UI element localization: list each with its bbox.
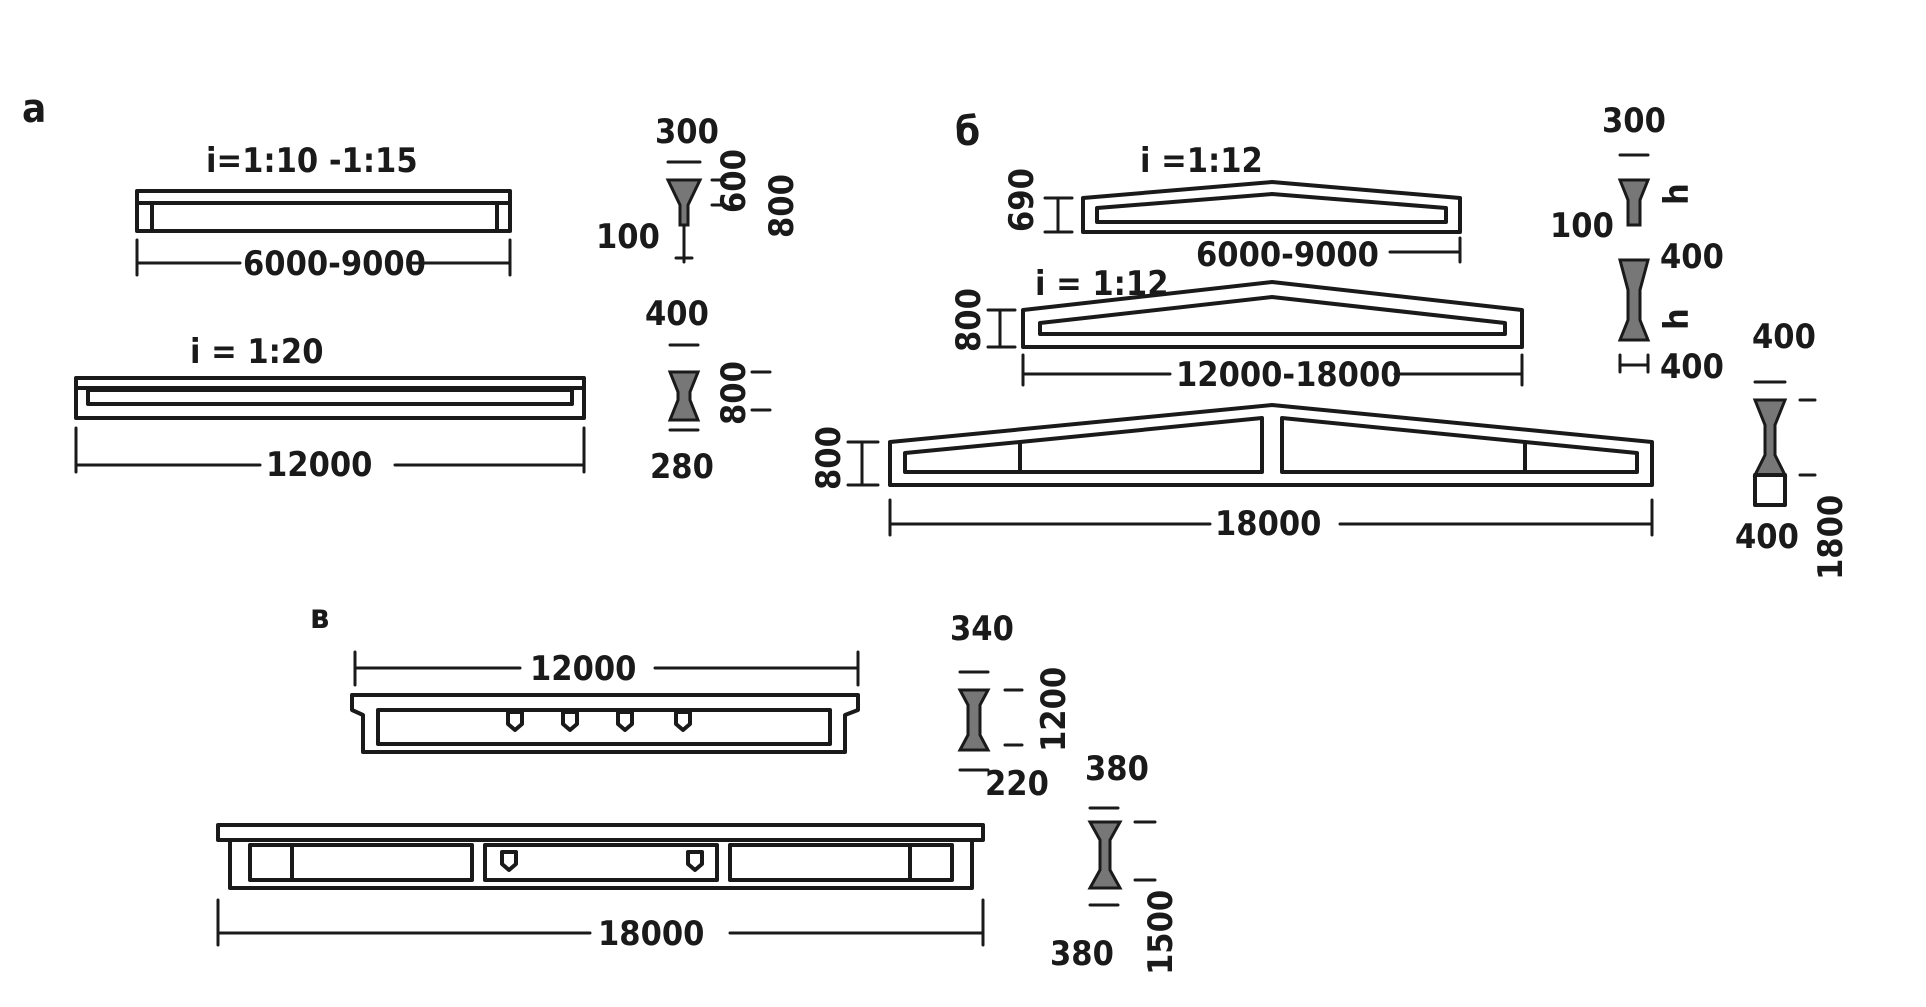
- section-b1-top: 300: [1602, 101, 1666, 141]
- section-a1-web: 100: [596, 217, 660, 257]
- beam-b2: i = 1:12 800 12000-18000: [949, 264, 1524, 395]
- beam-b1-slope: i =1:12: [1140, 141, 1263, 181]
- beam-b2-span: 12000-18000: [1176, 355, 1402, 395]
- section-v1-h: 1200: [1034, 667, 1074, 752]
- beam-b1-height: 690: [1002, 168, 1042, 232]
- beam-a1: i=1:10 -1:15 6000-9000: [135, 141, 512, 284]
- beam-b3: 800 18000: [809, 403, 1654, 544]
- section-a2-h: 800: [714, 361, 754, 425]
- beam-v1-span: 12000: [530, 649, 636, 689]
- beam-b1: i =1:12 690 6000-9000: [1002, 141, 1462, 275]
- beam-b2-slope: i = 1:12: [1035, 264, 1168, 304]
- beam-b3-span: 18000: [1215, 504, 1321, 544]
- beam-a1-span: 6000-9000: [243, 244, 426, 284]
- beam-b3-height: 800: [809, 426, 849, 490]
- beam-b2-height: 800: [949, 288, 989, 352]
- beam-a2-slope: i = 1:20: [190, 332, 323, 372]
- section-b2-top: 400: [1752, 317, 1816, 357]
- section-a2-bottom: 280: [650, 447, 714, 487]
- section-v2-top: 380: [1085, 749, 1149, 789]
- section-b1-web: 100: [1550, 206, 1614, 246]
- beam-v2: 18000: [216, 823, 985, 954]
- panel-b: б i =1:12 690 6000-9000 i = 1:12 800: [809, 101, 1851, 580]
- section-b1-w1: 400: [1660, 237, 1724, 277]
- section-b2-h: 1800: [1811, 495, 1851, 580]
- beam-a2: i = 1:20 12000: [74, 332, 586, 485]
- section-v2: 380 380 1500: [1050, 749, 1181, 975]
- panel-v: в 12000: [216, 597, 1181, 975]
- section-v1-top: 340: [950, 609, 1014, 649]
- section-v1: 340 1200 220: [950, 609, 1074, 804]
- beam-v2-span: 18000: [598, 914, 704, 954]
- section-a1: 300 100 600 800: [596, 112, 802, 264]
- beam-v1: 12000: [350, 649, 860, 754]
- section-v1-bottom: 220: [985, 764, 1049, 804]
- section-a2: 400 800 280: [645, 294, 772, 487]
- beam-b1-span: 6000-9000: [1196, 235, 1379, 275]
- section-v2-bottom: 380: [1050, 934, 1114, 974]
- section-b1-h1: h: [1657, 183, 1697, 205]
- panel-a-label: a: [22, 86, 46, 132]
- section-b2-bottom: 400: [1735, 517, 1799, 557]
- section-a1-d2: 800: [762, 174, 802, 238]
- panel-v-label: в: [310, 597, 329, 637]
- section-a2-top: 400: [645, 294, 709, 334]
- section-b1: 300 100 h 400 h 400: [1550, 101, 1724, 387]
- panel-a: a i=1:10 -1:15 6000-9000 i = 1:20 12000: [22, 86, 802, 487]
- section-a1-d1: 600: [714, 149, 754, 213]
- section-v2-h: 1500: [1141, 890, 1181, 975]
- section-b1-h2: h: [1657, 308, 1697, 330]
- beam-a2-span: 12000: [266, 445, 372, 485]
- beam-a1-slope: i=1:10 -1:15: [206, 141, 418, 181]
- section-a1-top: 300: [655, 112, 719, 152]
- section-b1-w2: 400: [1660, 347, 1724, 387]
- section-b2: 400 400 1800: [1735, 317, 1851, 580]
- panel-b-label: б: [955, 109, 980, 155]
